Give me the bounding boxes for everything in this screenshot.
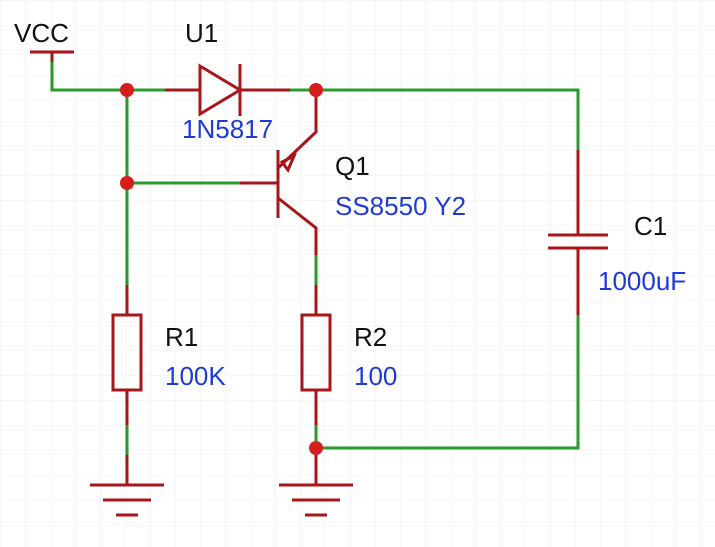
c1-ref-label: C1 bbox=[634, 211, 667, 241]
u1-ref-label: U1 bbox=[185, 18, 218, 48]
vcc-power-symbol[interactable] bbox=[30, 50, 74, 62]
resistor-r2[interactable] bbox=[300, 285, 332, 425]
capacitor-c1[interactable] bbox=[548, 150, 608, 315]
junction-ground bbox=[309, 441, 323, 455]
r2-ref-label: R2 bbox=[354, 322, 387, 352]
junction-cathode bbox=[309, 83, 323, 97]
q1-ref-label: Q1 bbox=[335, 151, 370, 181]
diode-u1[interactable] bbox=[165, 63, 290, 117]
junction-base bbox=[120, 176, 134, 190]
r1-value-label: 100K bbox=[165, 361, 226, 391]
junctions bbox=[120, 83, 323, 455]
wire-top-rail bbox=[288, 88, 580, 152]
q1-value-label: SS8550 Y2 bbox=[335, 191, 466, 221]
transistor-q1[interactable] bbox=[240, 90, 318, 255]
wire-vcc bbox=[50, 58, 129, 92]
junction-vcc bbox=[120, 83, 134, 97]
u1-value-label: 1N5817 bbox=[182, 114, 273, 144]
c1-value-label: 1000uF bbox=[598, 266, 686, 296]
ground-symbol-right bbox=[279, 448, 353, 517]
r1-ref-label: R1 bbox=[165, 322, 198, 352]
resistor-r1[interactable] bbox=[111, 285, 143, 425]
ground-symbol-left bbox=[90, 455, 164, 517]
wire-cap-return bbox=[314, 313, 580, 450]
vcc-label: VCC bbox=[14, 18, 69, 48]
r2-value-label: 100 bbox=[354, 361, 397, 391]
